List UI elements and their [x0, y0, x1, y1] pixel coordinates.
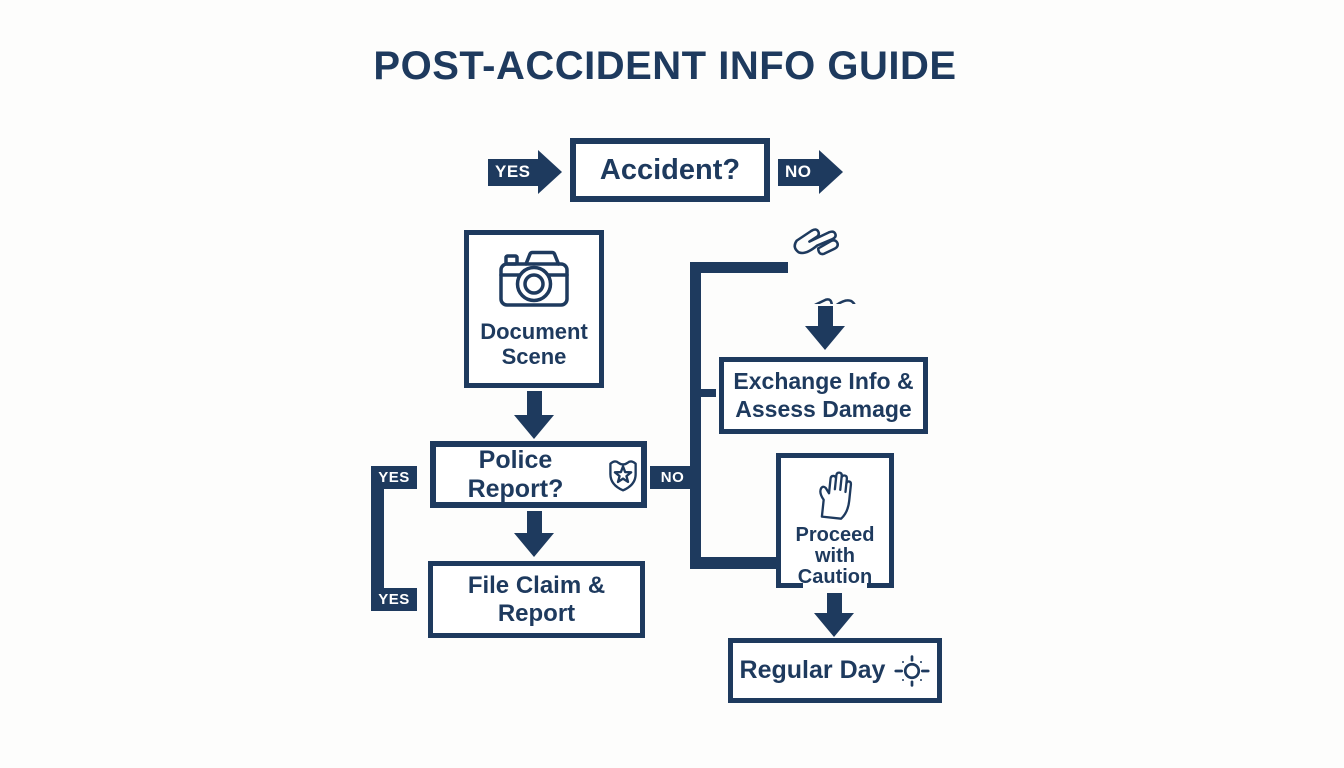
yes-tag-bottom: YES [371, 588, 417, 611]
no-tag: NO [650, 466, 695, 489]
down-arrow [805, 306, 845, 350]
exchange-info-line2: Assess Damage [735, 395, 912, 422]
exchange-info-box: Exchange Info & Assess Damage [719, 357, 928, 434]
regular-day-label: Regular Day [739, 656, 886, 684]
no-tag-label: NO [660, 469, 685, 486]
yes-arrow: YES [488, 150, 562, 194]
raised-hand-icon [819, 471, 853, 520]
connector-bottom-horizontal [690, 557, 776, 569]
proceed-caution-box: Proceed with Caution [776, 453, 894, 588]
handshake-icon [793, 228, 857, 304]
file-claim-line1: File Claim & [467, 571, 606, 599]
down-arrow [814, 593, 854, 637]
down-arrow [514, 511, 554, 557]
sun-icon [894, 654, 930, 687]
police-report-box: Police Report? [430, 441, 647, 508]
accident-decision-label: Accident? [599, 153, 741, 186]
exchange-info-line1: Exchange Info & [733, 367, 914, 394]
file-claim-box: File Claim & Report [428, 561, 645, 638]
yes-tag-bottom-label: YES [378, 591, 410, 608]
connector-stub [699, 389, 716, 397]
proceed-caution-line2: with [815, 545, 855, 567]
yes-bracket-line [371, 466, 384, 611]
police-badge-icon [609, 459, 637, 491]
connector-vertical [690, 262, 701, 569]
page-title: POST-ACCIDENT INFO GUIDE [373, 44, 957, 88]
document-scene-box: Document Scene [464, 230, 604, 388]
camera-icon [499, 250, 569, 307]
yes-arrow-label: YES [488, 158, 538, 186]
yes-tag-top-label: YES [378, 469, 410, 486]
document-scene-line2: Scene [501, 344, 567, 369]
arrow-head-icon [537, 150, 562, 194]
proceed-caution-line3: Caution [797, 566, 873, 588]
document-scene-line1: Document [480, 318, 588, 344]
connector-top-horizontal [690, 262, 788, 273]
regular-day-box: Regular Day [728, 638, 942, 703]
file-claim-line2: Report [497, 599, 576, 627]
police-report-label: Police Report? [467, 445, 564, 503]
accident-decision-box: Accident? [570, 138, 770, 202]
yes-tag-top: YES [371, 466, 417, 489]
no-arrow: NO [778, 150, 843, 194]
down-arrow [514, 391, 554, 439]
proceed-caution-line1: Proceed [795, 524, 875, 546]
no-arrow-label: NO [778, 158, 819, 186]
arrow-head-icon [818, 150, 843, 194]
